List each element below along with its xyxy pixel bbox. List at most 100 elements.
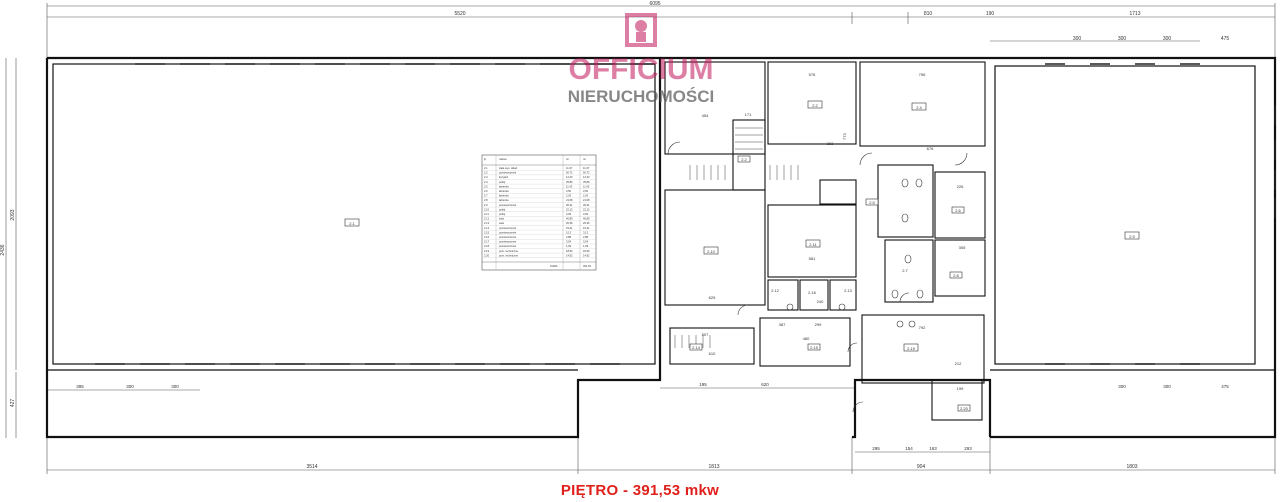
svg-text:lp: lp	[484, 157, 487, 161]
room-2-11	[767, 204, 857, 278]
table-cell: 3,09	[566, 212, 572, 216]
stairs-2	[819, 179, 857, 205]
room-labels: 2.1 2.9 2.2 2.4 2.10 2.11 2.2 2.6 2.8 2.…	[349, 103, 1135, 411]
svg-text:904: 904	[917, 464, 926, 470]
svg-text:625: 625	[709, 295, 716, 300]
svg-text:2.1: 2.1	[349, 221, 355, 226]
svg-text:620: 620	[761, 382, 769, 387]
svg-text:756: 756	[919, 72, 926, 77]
hall-room-2-1	[52, 63, 656, 365]
top-dimensions	[46, 3, 1276, 60]
svg-text:2.4: 2.4	[916, 105, 922, 110]
room-2-19	[861, 314, 985, 384]
watermark-line1: OFFICIUM	[569, 53, 714, 86]
table-cell: Hala wys. skład.	[499, 166, 518, 170]
table-cell: 40,85	[583, 217, 590, 221]
svg-text:2436: 2436	[0, 244, 6, 255]
svg-text:300: 300	[1163, 36, 1172, 42]
table-cell: pomieszczenie	[499, 230, 517, 234]
room-2-7	[884, 239, 934, 303]
svg-text:2.13: 2.13	[844, 288, 853, 293]
svg-text:3514: 3514	[306, 464, 317, 470]
table-cell: pomieszczenie	[499, 235, 517, 239]
table-cell: 1,09	[583, 244, 589, 248]
table-cell: 2.18	[484, 244, 490, 248]
svg-text:2.9: 2.9	[1129, 234, 1135, 239]
svg-text:2.10: 2.10	[707, 249, 716, 254]
watermark-line2: NIERUCHOMOŚCI	[568, 87, 714, 106]
svg-text:2.20: 2.20	[960, 406, 969, 411]
svg-text:154: 154	[905, 446, 913, 451]
room-label-boxes	[344, 100, 1140, 412]
room-2-2-west	[664, 61, 766, 155]
svg-text:300: 300	[1118, 384, 1126, 389]
table-cell: pom. techniczne	[499, 253, 518, 257]
table-cell: 2.3	[484, 175, 488, 179]
room-2-13	[829, 279, 857, 311]
svg-text:2.19: 2.19	[907, 346, 916, 351]
svg-text:2.7: 2.7	[902, 268, 908, 273]
svg-text:5520: 5520	[454, 11, 465, 17]
room-2-20	[931, 379, 983, 421]
room-2-6	[934, 171, 986, 239]
room-2-4	[859, 61, 986, 147]
svg-text:2.6: 2.6	[955, 208, 961, 213]
room-2-14	[669, 327, 755, 365]
table-cell: 2.5	[484, 184, 488, 188]
table-cell: 12,33	[583, 175, 590, 179]
svg-text:163: 163	[929, 446, 937, 451]
table-cell: 22,12	[583, 207, 590, 211]
svg-text:2.11: 2.11	[809, 242, 817, 247]
svg-text:nazwa: nazwa	[499, 158, 507, 161]
table-cell: sala	[499, 221, 504, 225]
svg-text:2.8: 2.8	[953, 273, 959, 278]
svg-text:212: 212	[955, 361, 962, 366]
table-cell: 2,03	[566, 194, 572, 198]
table-cell: 2.17	[484, 240, 490, 244]
table-cell: 2.12	[484, 217, 490, 221]
table-cell: 2.11	[484, 212, 489, 216]
table-cell: 2,03	[583, 194, 589, 198]
svg-text:199: 199	[957, 386, 964, 391]
svg-text:240: 240	[817, 299, 824, 304]
svg-text:507: 507	[702, 332, 709, 337]
table-cell: 2,88	[583, 235, 589, 239]
table-cell: 18,50	[583, 249, 590, 253]
table-cell: 11,43	[583, 184, 590, 188]
svg-text:676: 676	[927, 146, 934, 151]
table-cell: pom. techniczne	[499, 249, 518, 253]
room-2-15	[759, 317, 851, 367]
svg-text:2.14: 2.14	[692, 345, 701, 350]
logo-mark	[625, 13, 657, 47]
svg-text:SUMA: SUMA	[550, 264, 558, 268]
svg-text:171: 171	[745, 112, 752, 117]
table-cell: 1,09	[566, 244, 572, 248]
table-cell: 30,31	[583, 203, 590, 207]
svg-text:1803: 1803	[1126, 464, 1137, 470]
floor-area-caption: PIĘTRO - 391,53 mkw	[560, 482, 720, 499]
table-cell: 3,54	[583, 240, 589, 244]
table-cell: 26,36	[583, 221, 590, 225]
table-cell: 11,37	[566, 166, 573, 170]
svg-text:300: 300	[1073, 36, 1082, 42]
svg-text:2.15: 2.15	[810, 345, 819, 350]
table-cell: 2.14	[484, 226, 490, 230]
table-cell: 22,12	[566, 207, 573, 211]
table-cell: 2.7	[484, 194, 488, 198]
svg-text:427: 427	[10, 399, 16, 408]
table-cell: 15,41	[566, 226, 573, 230]
svg-text:454: 454	[702, 113, 709, 118]
table-cell: 2.10	[484, 207, 490, 211]
svg-text:1713: 1713	[1129, 11, 1140, 17]
table-cell: łazienka	[499, 194, 509, 198]
hall-room-2-9	[994, 65, 1256, 365]
table-cell: 11,43	[566, 184, 573, 188]
table-cell: pomieszczenie	[499, 244, 517, 248]
table-cell: 3,09	[583, 212, 589, 216]
svg-text:300: 300	[1118, 36, 1127, 42]
table-cell: 14,92	[583, 253, 590, 257]
table-cell: 3,54	[566, 240, 572, 244]
windows-top	[95, 63, 1276, 365]
table-cell: 35,89	[583, 180, 590, 184]
